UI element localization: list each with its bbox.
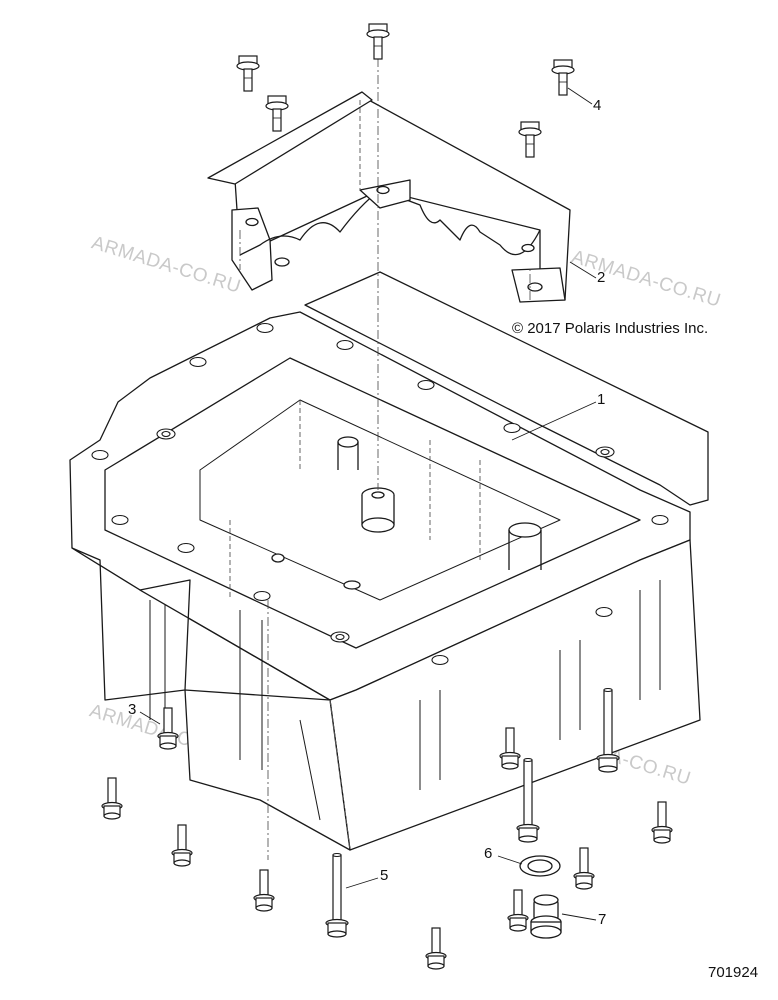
oil-pan — [69, 271, 709, 851]
callout-5: 5 — [380, 867, 389, 884]
callout-4: 4 — [593, 97, 602, 114]
figure-number: 701924 — [708, 964, 759, 981]
drain-plug — [530, 894, 562, 939]
callout-3: 3 — [128, 701, 137, 718]
copyright-notice: © 2017 Polaris Industries Inc. — [512, 320, 709, 337]
sealing-washer — [519, 855, 561, 877]
callout-7: 7 — [598, 911, 607, 928]
baffle-bracket — [207, 91, 571, 303]
leader-lines — [139, 87, 597, 921]
callout-6: 6 — [484, 845, 493, 862]
callout-2: 2 — [597, 269, 606, 286]
callout-1: 1 — [597, 391, 606, 408]
